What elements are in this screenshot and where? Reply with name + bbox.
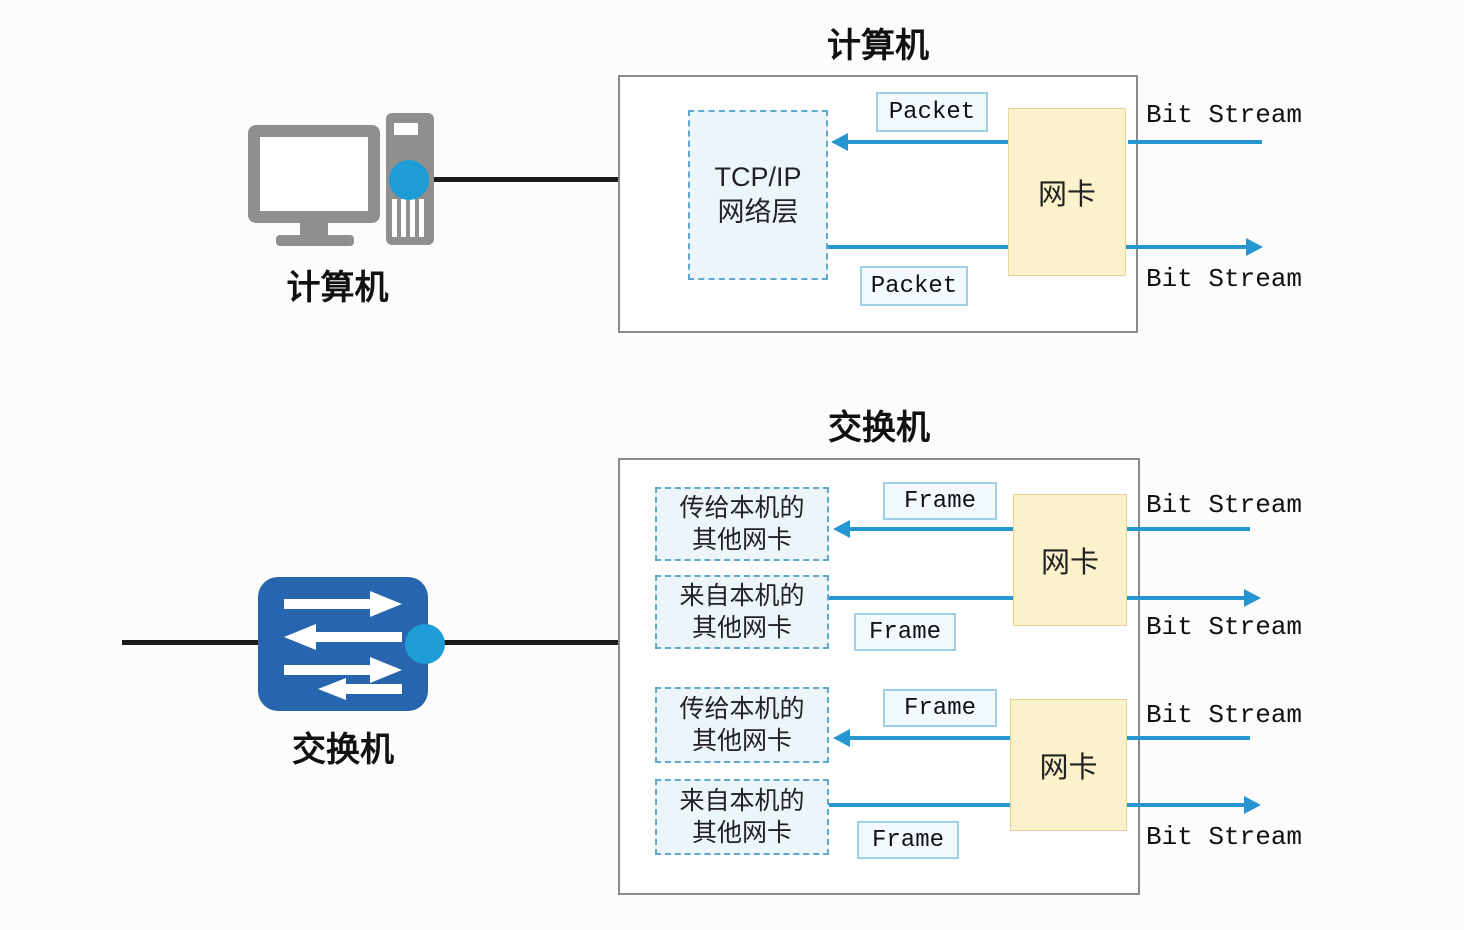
arrow-nic1-out-line xyxy=(829,596,1013,600)
bitstream-in-line-s1 xyxy=(1127,527,1250,531)
arrow-nic-to-tcpip-head xyxy=(831,133,848,151)
arrow-nic2-in-line xyxy=(848,736,1010,740)
switch-nic-2-label: 网卡 xyxy=(1039,752,1098,784)
computer-nic-box: 网卡 xyxy=(1008,108,1126,276)
arrow-tcpip-to-nic-line xyxy=(828,245,1008,249)
frame-label-out-1: Frame xyxy=(854,613,956,651)
from-other-nic-2-line1: 来自本机的 xyxy=(679,786,805,815)
bitstream-text-s2-out: Bit Stream xyxy=(1146,822,1303,852)
bitstream-out-line-top xyxy=(1126,245,1248,249)
bitstream-out-head-top xyxy=(1246,238,1263,256)
frame-label-in-1: Frame xyxy=(883,482,997,520)
arrow-nic2-in-head xyxy=(833,729,850,747)
bitstream-text-s1-out: Bit Stream xyxy=(1146,612,1303,642)
frame-label-in-2-text: Frame xyxy=(903,694,976,722)
bitstream-out-line-s1 xyxy=(1127,596,1246,600)
to-other-nic-2-line1: 传给本机的 xyxy=(679,694,805,723)
bitstream-out-line-s2 xyxy=(1127,803,1246,807)
arrow-nic2-out-line xyxy=(829,803,1010,807)
tcpip-layer-box: TCP/IP 网络层 xyxy=(688,110,828,280)
frame-label-out-2: Frame xyxy=(857,821,959,859)
switch-section-title: 交换机 xyxy=(828,409,930,447)
computer-section-title: 计算机 xyxy=(827,27,929,65)
packet-label-out-text: Packet xyxy=(870,272,958,300)
switch-icon-svg xyxy=(284,591,402,700)
tcpip-line2: 网络层 xyxy=(717,197,799,227)
tcpip-line1: TCP/IP xyxy=(714,161,802,192)
from-other-nic-2-line2: 其他网卡 xyxy=(691,819,792,847)
from-other-nic-1-line1: 来自本机的 xyxy=(679,581,805,610)
from-other-nic-1-line2: 其他网卡 xyxy=(691,614,792,642)
bitstream-text-top-in: Bit Stream xyxy=(1146,100,1303,130)
frame-label-in-2: Frame xyxy=(883,689,997,727)
bitstream-text-s2-in: Bit Stream xyxy=(1146,700,1303,730)
bitstream-text-top-out: Bit Stream xyxy=(1146,264,1303,294)
computer-port-dot xyxy=(389,160,429,200)
switch-port-dot xyxy=(405,624,445,664)
bitstream-text-s1-in: Bit Stream xyxy=(1146,490,1303,520)
switch-icon xyxy=(258,577,428,711)
computer-cable-line xyxy=(415,177,618,182)
computer-device-label: 计算机 xyxy=(286,269,389,307)
bitstream-in-line-top xyxy=(1128,140,1262,144)
packet-label-in-text: Packet xyxy=(888,98,976,126)
arrow-nic1-in-head xyxy=(833,520,850,538)
frame-label-in-1-text: Frame xyxy=(903,487,976,515)
to-other-nic-1-line1: 传给本机的 xyxy=(679,493,805,522)
to-other-nic-box-1: 传给本机的 其他网卡 xyxy=(655,487,829,561)
frame-label-out-1-text: Frame xyxy=(868,618,941,646)
to-other-nic-2-line2: 其他网卡 xyxy=(691,727,792,755)
frame-label-out-2-text: Frame xyxy=(871,826,944,854)
switch-nic-box-1: 网卡 xyxy=(1013,494,1127,626)
from-other-nic-box-1: 来自本机的 其他网卡 xyxy=(655,575,829,649)
packet-label-out: Packet xyxy=(860,266,968,306)
to-other-nic-box-2: 传给本机的 其他网卡 xyxy=(655,687,829,763)
switch-nic-box-2: 网卡 xyxy=(1010,699,1127,831)
to-other-nic-1-line2: 其他网卡 xyxy=(691,526,792,554)
computer-icon-svg xyxy=(248,113,434,246)
bitstream-in-line-s2 xyxy=(1127,736,1250,740)
computer-icon xyxy=(238,103,438,255)
bitstream-out-head-s2 xyxy=(1244,796,1261,814)
switch-device-label: 交换机 xyxy=(292,731,394,769)
switch-nic-1-label: 网卡 xyxy=(1040,547,1099,579)
computer-nic-label: 网卡 xyxy=(1037,179,1096,211)
arrow-nic1-in-line xyxy=(848,527,1013,531)
bitstream-out-head-s1 xyxy=(1244,589,1261,607)
packet-label-in: Packet xyxy=(876,92,988,132)
from-other-nic-box-2: 来自本机的 其他网卡 xyxy=(655,779,829,855)
arrow-nic-to-tcpip-line xyxy=(846,140,1008,144)
